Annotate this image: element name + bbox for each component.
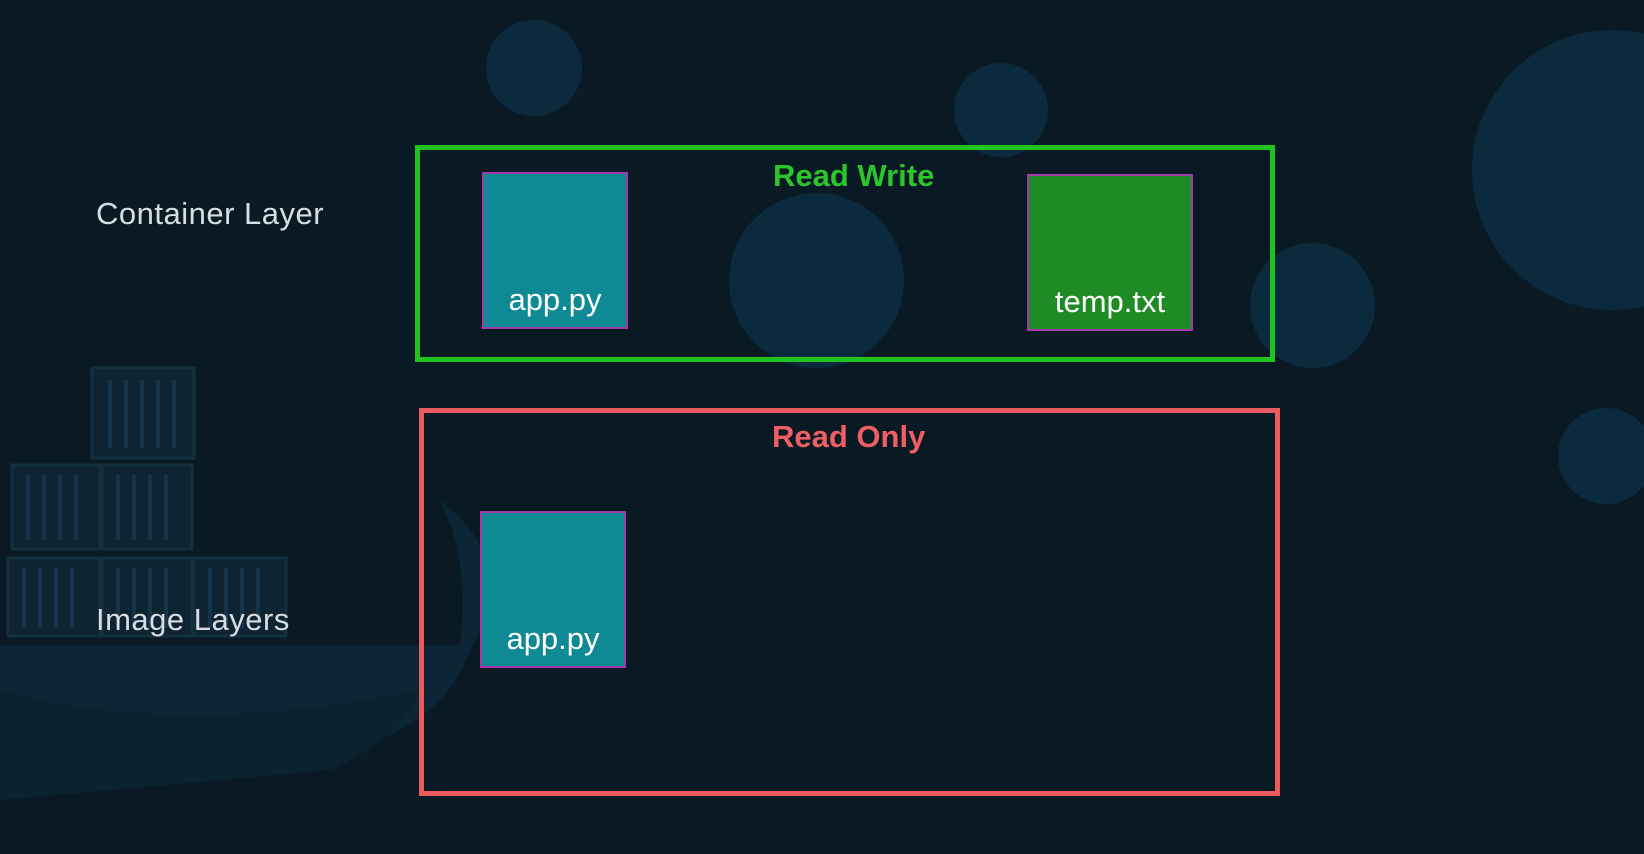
image-layers-label: Image Layers xyxy=(96,602,290,637)
background-bubble xyxy=(486,20,582,116)
read-write-title: Read Write xyxy=(773,158,935,193)
file-name: app.py xyxy=(508,282,602,317)
read-write-panel: Read Write app.py temp.txt xyxy=(415,145,1275,362)
read-only-title: Read Only xyxy=(772,419,926,454)
background-bubble xyxy=(1558,408,1644,504)
file-name: temp.txt xyxy=(1054,284,1166,319)
file-box-app-py: app.py xyxy=(480,511,626,668)
file-box-temp-txt: temp.txt xyxy=(1027,174,1193,331)
read-only-panel: Read Only app.py xyxy=(419,408,1280,796)
file-name: app.py xyxy=(506,621,600,656)
file-box-app-py: app.py xyxy=(482,172,628,329)
background-bubble xyxy=(954,63,1048,157)
background-bubble xyxy=(729,193,904,368)
container-layer-label: Container Layer xyxy=(96,196,325,231)
